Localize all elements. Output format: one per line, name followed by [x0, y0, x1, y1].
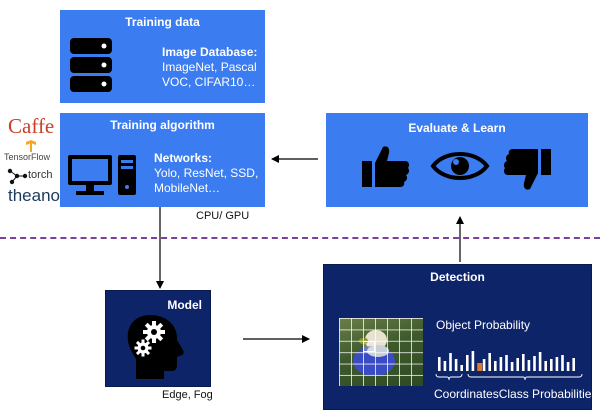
evaluate-learn-title: Evaluate & Learn	[408, 121, 506, 135]
torch-logo: torch	[6, 167, 62, 185]
training-algorithm-title: Training algorithm	[110, 118, 215, 132]
highlight-cell	[363, 341, 375, 352]
probability-bar	[454, 359, 458, 371]
probability-bar	[550, 359, 553, 371]
thumbs-up-icon	[362, 146, 410, 187]
database-line: ImageNet, Pascal	[162, 60, 257, 74]
networks-line: Yolo, ResNet, SSD,	[154, 166, 259, 180]
training-data-title: Training data	[125, 15, 200, 29]
probability-bar	[449, 353, 452, 371]
eye-icon	[430, 152, 490, 180]
probability-bar	[544, 361, 547, 371]
probability-bar	[471, 351, 475, 371]
torch-icon	[7, 168, 28, 185]
theano-logo: theano	[8, 186, 60, 205]
training-data-text: Image Database: ImageNet, Pascal VOC, CI…	[162, 45, 257, 90]
probability-bar	[522, 354, 525, 371]
networks-line: MobileNet…	[154, 181, 221, 195]
evaluate-learn-box: Evaluate & Learn	[326, 113, 588, 207]
highlight-bar	[477, 363, 483, 371]
probability-bar	[466, 355, 469, 371]
head-with-gears-icon	[127, 315, 184, 379]
class-probabilities-label: Class Probabilities	[498, 387, 598, 401]
computer-icon	[68, 155, 136, 195]
probability-bar	[527, 360, 531, 371]
probability-bar	[505, 355, 508, 371]
probability-bar	[566, 362, 570, 371]
hardware-label: CPU/ GPU	[196, 210, 250, 222]
probability-bar	[572, 358, 575, 371]
tensorflow-label: TensorFlow	[4, 152, 51, 162]
probability-bars	[435, 351, 583, 381]
detection-image	[339, 318, 423, 386]
probability-bar	[494, 361, 497, 371]
probability-bar	[438, 357, 441, 371]
probability-bar	[443, 361, 447, 371]
tensorflow-icon	[26, 140, 36, 152]
probability-bar	[488, 353, 491, 371]
probability-bar	[482, 359, 486, 371]
bottom-labels: CoordinatesClass Probabilities	[434, 387, 597, 402]
probability-bar	[561, 355, 564, 371]
thumbs-down-icon	[503, 149, 551, 190]
model-box: Model	[105, 290, 211, 387]
detection-title: Detection	[430, 270, 485, 284]
probability-bar	[516, 358, 519, 371]
probability-bar	[538, 352, 542, 371]
tensorflow-logo: TensorFlow	[4, 140, 60, 162]
coordinates-brace	[435, 373, 463, 381]
deploy-label: Edge, Fog	[162, 389, 213, 401]
training-algorithm-text: Networks: Yolo, ResNet, SSD, MobileNet…	[154, 151, 258, 196]
database-heading: Image Database:	[162, 45, 258, 59]
probability-bar	[555, 357, 559, 371]
caffe-logo: Caffe	[8, 114, 55, 138]
database-line: VOC, CIFAR10…	[162, 75, 256, 89]
networks-heading: Networks:	[154, 151, 213, 165]
training-data-box: Training data Image Database: ImageNet, …	[60, 10, 265, 103]
detection-box: Detection Object Probability Coordinates…	[323, 264, 597, 410]
training-algorithm-box: Training algorithm Networks: Yolo, ResNe…	[60, 113, 265, 207]
object-probability-label: Object Probability	[436, 318, 531, 332]
probability-bar	[533, 356, 536, 371]
coordinates-label: Coordinates	[434, 387, 499, 401]
grid-overlay	[339, 318, 423, 386]
divider-line	[0, 237, 600, 239]
probability-bar	[499, 357, 503, 371]
torch-label: torch	[28, 169, 53, 181]
probability-bar	[510, 362, 514, 371]
database-icon	[70, 38, 112, 92]
model-title: Model	[167, 298, 202, 312]
class-probabilities-brace	[467, 373, 583, 381]
probability-bar	[460, 365, 463, 371]
